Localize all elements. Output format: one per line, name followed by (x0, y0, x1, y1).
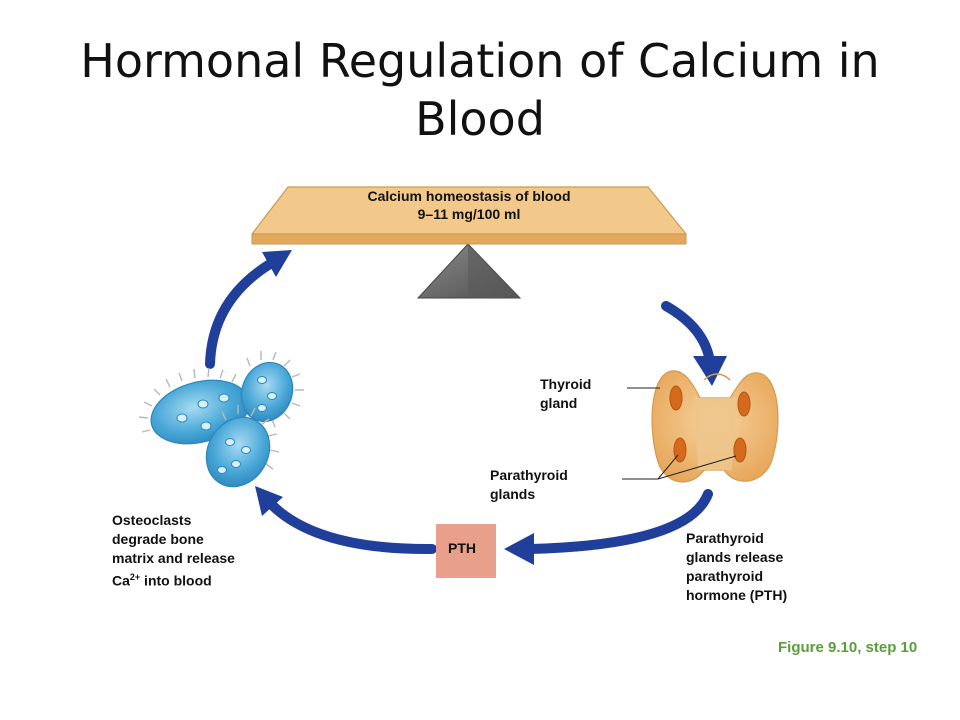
thyroid-gland-icon (651, 370, 779, 483)
fulcrum-icon (416, 243, 522, 299)
page-title: Hormonal Regulation of Calcium in Blood (0, 32, 960, 148)
pth-release-line-2: glands release (686, 549, 784, 565)
cycle-arrow-icon (205, 250, 292, 369)
thyroid-label-line-1: Thyroid (540, 376, 592, 392)
homeostasis-line-1: Calcium homeostasis of blood (367, 188, 571, 204)
osteoclast-label-line-1: Osteoclasts (112, 512, 192, 528)
pth-release-line-3: parathyroid (686, 568, 764, 584)
pth-release-line-1: Parathyroid (686, 530, 764, 546)
homeostasis-label: Calcium homeostasis of blood 9–11 mg/100… (252, 187, 686, 223)
cycle-arrow-icon (255, 486, 437, 555)
pth-release-label: Parathyroid glands release parathyroid h… (686, 529, 787, 605)
pth-release-line-4: hormone (PTH) (686, 587, 788, 603)
thyroid-label: Thyroid gland (540, 375, 591, 413)
parathyroid-label: Parathyroid glands (490, 466, 568, 504)
balance-beam (250, 186, 688, 245)
osteoclast-label: Osteoclasts degrade bone matrix and rele… (112, 511, 235, 591)
osteoclast-label-line-3: matrix and release (112, 550, 235, 566)
cycle-arrow-icon (661, 301, 727, 386)
calcium-symbol: Ca (112, 572, 130, 589)
homeostasis-line-2: 9–11 mg/100 ml (417, 206, 521, 222)
thyroid-label-line-2: gland (540, 395, 578, 411)
osteoclast-label-line-4: Ca2+ into blood (112, 568, 235, 591)
pth-box: PTH (436, 524, 496, 578)
osteoclast-cell-icon (138, 351, 304, 488)
into-blood-text: into blood (140, 572, 212, 589)
cycle-arrow-icon (504, 489, 713, 565)
calcium-charge: 2+ (129, 572, 141, 582)
leader-lines (622, 387, 737, 480)
parathyroid-label-line-2: glands (490, 486, 536, 502)
title-line-2: Blood (415, 92, 545, 146)
parathyroid-label-line-1: Parathyroid (490, 467, 568, 483)
osteoclast-label-line-2: degrade bone (112, 531, 204, 547)
figure-reference: Figure 9.10, step 10 (778, 639, 918, 656)
title-line-1: Hormonal Regulation of Calcium in (80, 34, 880, 88)
